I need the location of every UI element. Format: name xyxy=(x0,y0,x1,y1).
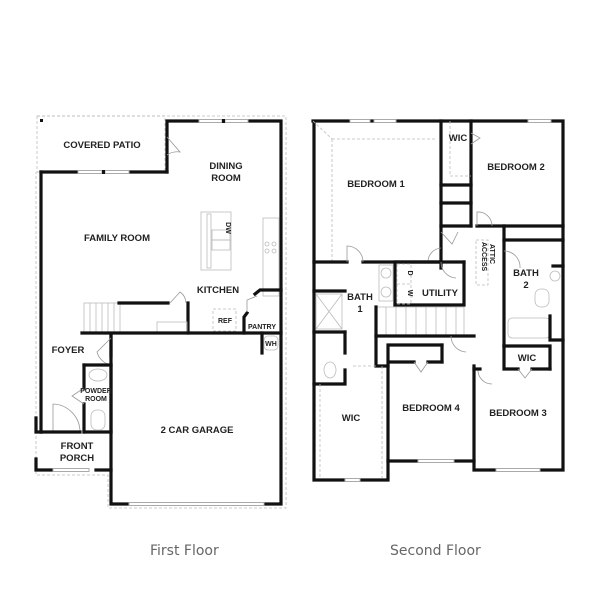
label-washer: W xyxy=(406,290,413,297)
label-attic: ATTIC xyxy=(488,244,495,264)
label-wic-left: WIC xyxy=(342,413,361,424)
label-ref: REF xyxy=(218,318,233,325)
label-bedroom-2: BEDROOM 2 xyxy=(487,162,545,173)
label-bath-1-line1: BATH xyxy=(347,292,373,303)
label-bedroom-3: BEDROOM 3 xyxy=(489,408,547,419)
label-covered-patio: COVERED PATIO xyxy=(63,140,140,151)
label-water-heater: WH xyxy=(265,341,277,348)
label-utility: UTILITY xyxy=(422,288,459,299)
label-garage: 2 CAR GARAGE xyxy=(161,425,234,436)
label-wic-right: WIC xyxy=(518,353,537,364)
label-bedroom-4: BEDROOM 4 xyxy=(402,403,460,414)
stairs-first-floor xyxy=(83,302,121,333)
label-kitchen: KITCHEN xyxy=(197,285,239,296)
label-powder-room-line2: ROOM xyxy=(85,396,107,403)
label-front-porch-line1: FRONT xyxy=(61,441,94,452)
label-wic-top: WIC xyxy=(449,133,468,144)
label-bath-2-line2: 2 xyxy=(523,280,528,291)
label-bath-2-line1: BATH xyxy=(513,268,539,279)
label-dryer: D xyxy=(406,270,413,275)
first-floor-caption: First Floor xyxy=(150,543,219,559)
label-dishwasher: DW xyxy=(224,222,231,234)
first-floor-plan xyxy=(34,115,287,509)
label-bedroom-1: BEDROOM 1 xyxy=(347,179,405,190)
label-dining-room-line2: ROOM xyxy=(211,173,241,184)
label-powder-room-line1: POWDER xyxy=(80,388,112,395)
label-access: ACCESS xyxy=(480,242,487,272)
label-pantry: PANTRY xyxy=(248,324,276,331)
label-family-room: FAMILY ROOM xyxy=(84,233,150,244)
stairs-second-floor xyxy=(375,306,465,337)
label-front-porch-line2: PORCH xyxy=(60,453,94,464)
second-floor-caption: Second Floor xyxy=(390,543,481,559)
label-foyer: FOYER xyxy=(52,345,85,356)
second-floor-plan xyxy=(311,119,565,482)
label-bath-1-line2: 1 xyxy=(357,304,363,315)
label-dining-room-line1: DINING xyxy=(209,161,242,172)
